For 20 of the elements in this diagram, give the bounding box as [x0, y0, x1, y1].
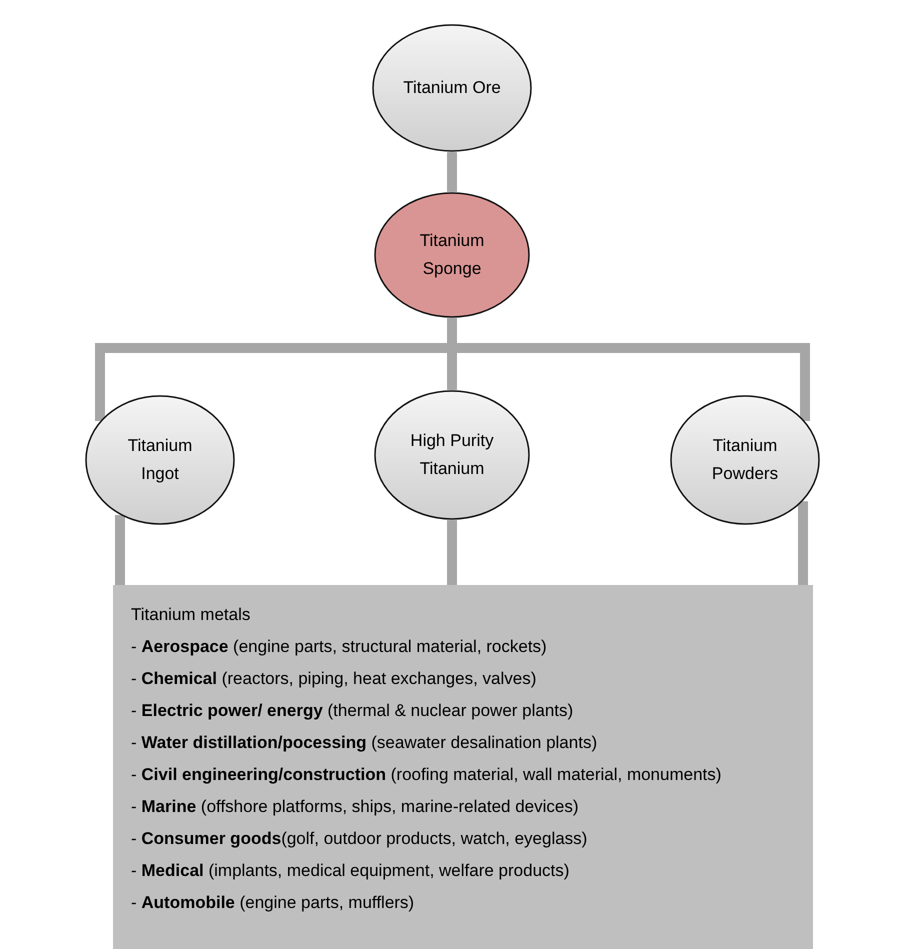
- list-item: - Electric power/ energy (thermal & nuclear power plants): [131, 700, 574, 722]
- node-label: High Purity Titanium: [409, 430, 495, 480]
- list-item: - Water distillation/pocessing (seawater desalination plants): [131, 732, 598, 754]
- list-item: - Civil engineering/construction (roofing material, wall material, monuments): [131, 764, 722, 786]
- node-label: Titanium Powders: [710, 435, 780, 485]
- panel-heading: Titanium metals: [131, 604, 252, 626]
- node-label: Titanium Ingot: [126, 435, 194, 485]
- list-item: - Consumer goods(golf, outdoor products, watch, eyeglass): [131, 828, 588, 850]
- list-item: - Automobile (engine parts, mufflers): [131, 892, 416, 914]
- application-panel: [113, 585, 813, 949]
- list-item: - Marine (offshore platforms, ships, marine-related devices): [131, 796, 580, 818]
- connector-line: [447, 520, 457, 585]
- connector-line: [447, 152, 457, 192]
- list-item: - Aerospace (engine parts, structural material, rockets): [131, 636, 548, 658]
- node-label: Titanium Ore: [402, 77, 502, 99]
- list-item: - Medical (implants, medical equipment, welfare products): [131, 860, 570, 882]
- connector-line: [798, 501, 808, 585]
- list-item: - Chemical (reactors, piping, heat exchanges, valves): [131, 668, 538, 690]
- connector-line: [115, 514, 125, 585]
- node-label: Titanium Sponge: [418, 230, 486, 280]
